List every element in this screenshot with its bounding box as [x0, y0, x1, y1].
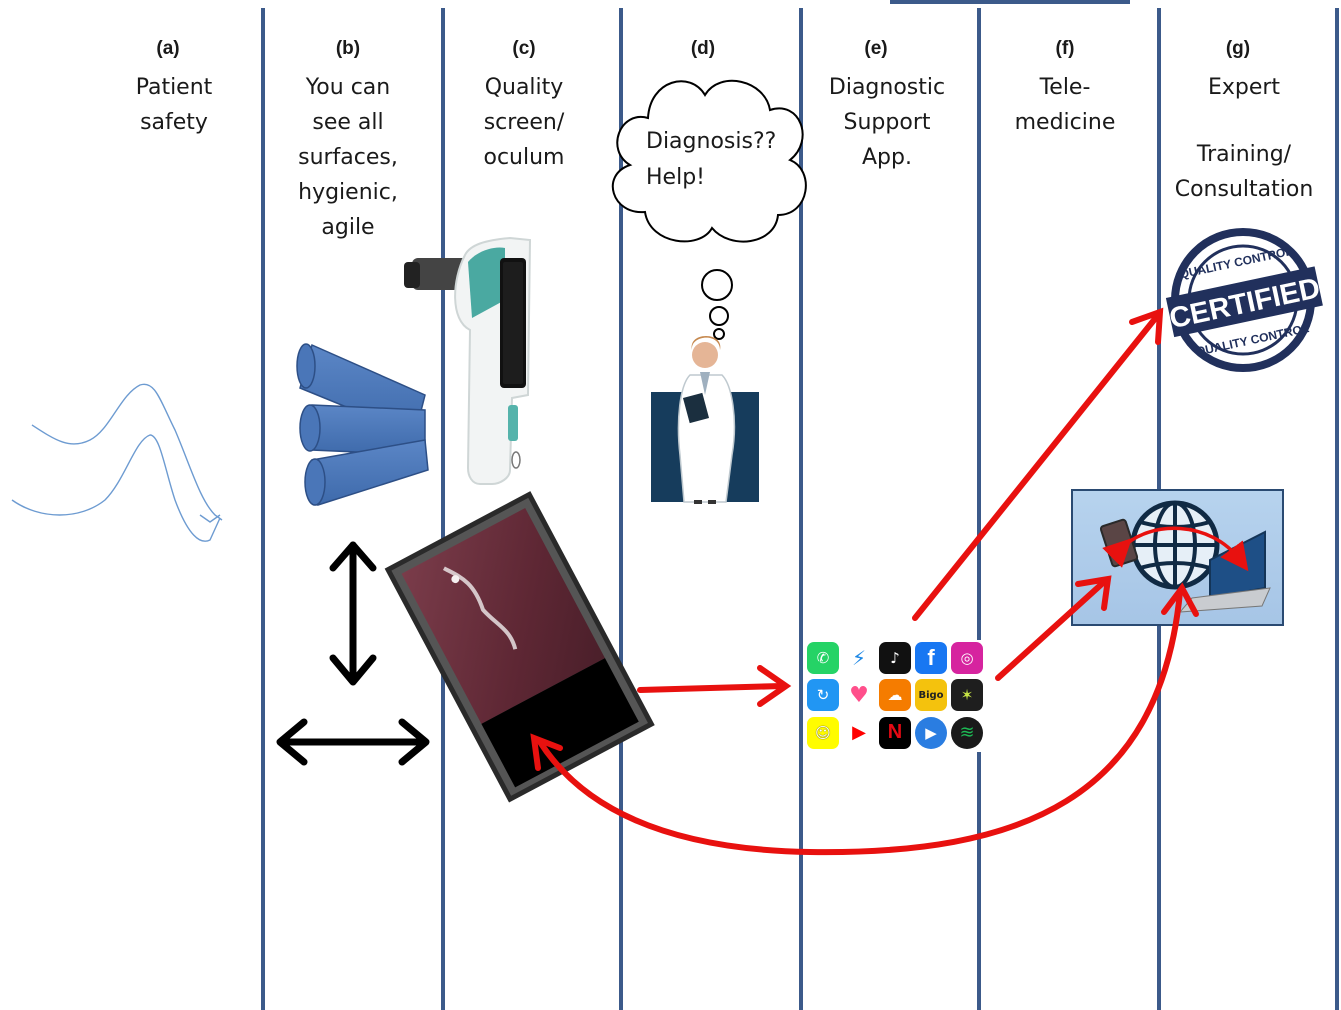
column-divider: [977, 8, 981, 1010]
app-to-telemedicine-arrow: [995, 579, 1107, 681]
movement-arrows-icon: [276, 541, 430, 766]
column-divider: [441, 8, 445, 1010]
app-to-expert-arrow: [912, 312, 1161, 621]
column-g-letter: (g): [1225, 38, 1251, 59]
column-e-text: Diagnostic Support App.: [828, 75, 946, 170]
youtube-icon[interactable]: ▶: [843, 716, 875, 749]
column-divider: [1335, 8, 1339, 1010]
speculum-tubes-icon: [296, 343, 429, 506]
column-f-text: Tele- medicine: [1014, 75, 1116, 135]
column-divider: [261, 8, 265, 1010]
column-e: (e) Diagnostic Support App.: [787, 38, 987, 175]
column-divider: [799, 8, 803, 1010]
column-f-letter: (f): [1055, 38, 1075, 59]
flow-arrows: [530, 307, 1199, 856]
whatsapp-icon[interactable]: ✆: [807, 642, 839, 674]
spotify-icon[interactable]: ≋: [951, 716, 983, 749]
column-c-letter: (c): [512, 38, 536, 59]
column-b: (b) You can see all surfaces, hygienic, …: [253, 38, 443, 245]
instagram-icon[interactable]: ◎: [951, 642, 983, 674]
thought-cloud-text-line2: Help!: [646, 165, 705, 190]
telemedicine-to-screen-arrowhead-end: [530, 733, 563, 771]
messenger-icon[interactable]: ⚡: [843, 642, 875, 674]
column-a-letter: (a): [156, 38, 180, 59]
column-e-letter: (e): [864, 38, 888, 59]
top-bar: [890, 0, 1130, 4]
heart-app-icon[interactable]: ♥: [843, 679, 875, 712]
column-g-text: Expert Training/ Consultation: [1174, 75, 1314, 202]
tiktok-icon[interactable]: ♪: [879, 642, 911, 674]
speculum-outline-icon: [11, 383, 223, 542]
thought-cloud-icon: [611, 79, 807, 340]
column-d: (d): [613, 38, 793, 60]
doctor-icon: [651, 336, 759, 504]
bigo-icon[interactable]: Bigo: [915, 679, 947, 712]
column-divider: [619, 8, 623, 1010]
column-d-letter: (d): [690, 38, 716, 59]
handheld-oculum-device-icon: [404, 236, 532, 485]
facebook-icon[interactable]: f: [915, 642, 947, 674]
netflix-icon[interactable]: N: [879, 716, 911, 749]
screen-display-icon: [384, 491, 655, 803]
screen-to-app-arrow: [637, 683, 785, 693]
column-b-text: You can see all surfaces, hygienic, agil…: [298, 75, 398, 240]
column-g: (g) Expert Training/ Consultation: [1154, 38, 1334, 207]
play-icon[interactable]: ▶: [915, 716, 947, 749]
thought-cloud-text-line1: Diagnosis??: [646, 129, 776, 154]
column-f: (f) Tele- medicine: [970, 38, 1160, 140]
column-a: (a) Patient safety: [74, 38, 274, 140]
certified-stamp-icon: CERTIFIED QUALITY CONTROL QUALITY CONTRO…: [1165, 228, 1323, 372]
app-to-expert-arrowhead: [1129, 307, 1164, 345]
snapchat-icon[interactable]: ☺: [807, 716, 839, 749]
app-icon-grid: ✆ ⚡ ♪ f ◎ ↻ ♥ ☁ Bigo ✶ ☺ ▶ N ▶ ≋: [805, 640, 989, 752]
screen-to-app-arrowhead: [757, 665, 792, 707]
star-app-icon[interactable]: ✶: [951, 679, 983, 712]
column-c-text: Quality screen/ oculum: [483, 75, 565, 170]
app-to-telemedicine-arrowhead: [1075, 575, 1112, 611]
column-b-letter: (b): [335, 38, 361, 59]
column-a-text: Patient safety: [135, 75, 213, 135]
telemedicine-to-screen-arrow: [537, 589, 1183, 856]
sync-icon[interactable]: ↻: [807, 679, 839, 712]
telemedicine-to-screen-arrowhead-start: [1161, 582, 1199, 617]
column-c: (c) Quality screen/ oculum: [434, 38, 614, 175]
uc-browser-icon[interactable]: ☁: [879, 679, 911, 712]
